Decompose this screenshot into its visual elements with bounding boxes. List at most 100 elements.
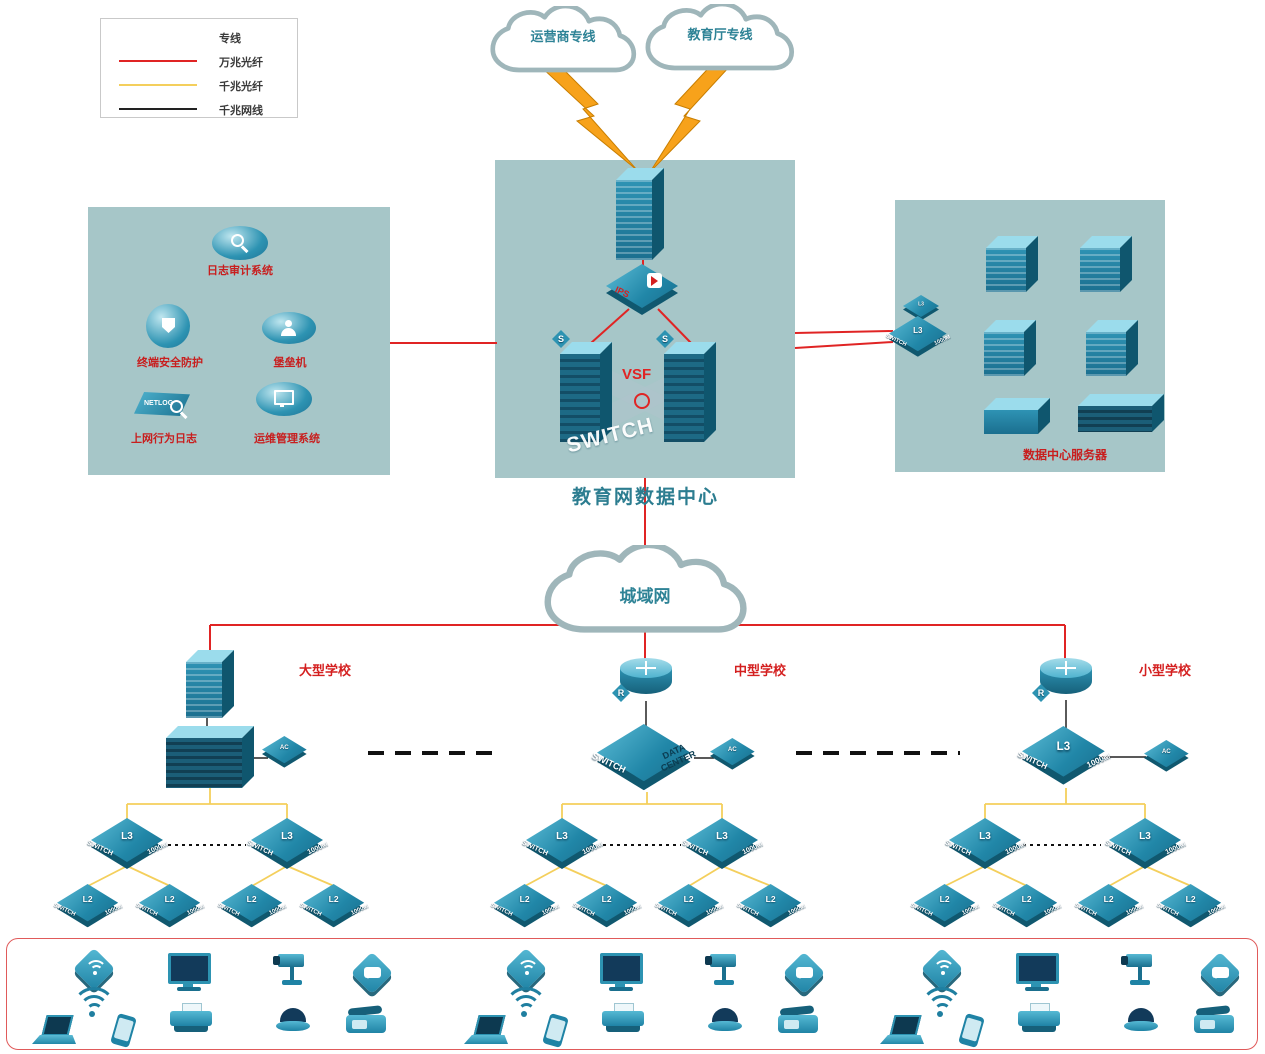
wifi-glyph xyxy=(84,960,107,978)
education-cloud-label: 教育厅专线 xyxy=(687,27,753,42)
dc-server xyxy=(986,236,1038,292)
small-school-router xyxy=(1040,658,1092,700)
wifi-glyph xyxy=(516,960,539,978)
dome-cap xyxy=(280,1008,306,1022)
wireless-controller: AC xyxy=(262,736,307,769)
ptz-camera-icon xyxy=(272,951,312,991)
printer-icon xyxy=(170,1003,214,1035)
tower-side xyxy=(242,726,254,788)
camera-lens xyxy=(1121,956,1128,965)
telephone-icon xyxy=(778,1005,820,1037)
router-badge: R xyxy=(1032,684,1050,702)
l2-badge: L2 xyxy=(164,895,175,905)
monitor-screen xyxy=(1016,953,1059,984)
laptop-screen xyxy=(473,1015,506,1036)
tower-front xyxy=(1080,248,1120,292)
l2-badge: L2 xyxy=(519,895,530,905)
ac-badge: AC xyxy=(727,746,737,753)
dc-server xyxy=(1086,320,1138,376)
monitor-stand xyxy=(1031,981,1041,987)
dc-access-switch-small: L3 xyxy=(903,295,939,322)
ac-badge: AC xyxy=(1161,748,1171,755)
log-audit-label: 日志审计系统 xyxy=(207,265,273,277)
vsf-ring-icon xyxy=(634,393,650,409)
medium-school-router xyxy=(620,658,672,700)
tower-side xyxy=(222,650,234,718)
tower-top xyxy=(616,168,664,180)
tower-side xyxy=(1152,394,1164,432)
l3-badge: L3 xyxy=(918,301,924,308)
camera-body xyxy=(278,954,304,967)
monitor-foot xyxy=(1025,987,1049,991)
large-school-label: 大型学校 xyxy=(298,663,351,678)
printer-body xyxy=(602,1011,644,1026)
dome-camera-icon xyxy=(708,1007,742,1035)
firewall-tower xyxy=(616,168,664,260)
netlog-device: NETLOG xyxy=(134,388,192,422)
operator-cloud-label: 运营商专线 xyxy=(530,29,596,44)
camera-body xyxy=(1126,954,1152,967)
router-badge: R xyxy=(612,684,630,702)
laptop-base xyxy=(464,1035,508,1044)
ips-switch: IPS xyxy=(606,264,678,318)
wifi-ap-icon xyxy=(920,947,964,991)
dome-cap xyxy=(1128,1008,1154,1022)
camera-base xyxy=(1130,980,1150,985)
tower-top xyxy=(986,236,1038,248)
endpoint-strip xyxy=(6,938,1258,1050)
tower-front xyxy=(984,332,1024,376)
wireless-signal-icon xyxy=(918,987,964,1023)
ptz-camera-icon xyxy=(704,951,744,991)
smartphone-icon xyxy=(110,1012,137,1049)
router-top xyxy=(1040,658,1092,678)
printer-tray xyxy=(606,1026,640,1032)
smartphone-icon xyxy=(958,1012,985,1049)
monitor-stand xyxy=(615,981,625,987)
wifi-ap-icon xyxy=(504,947,548,991)
monitor-stand xyxy=(183,981,193,987)
magnifier-icon xyxy=(170,400,188,418)
core-server-right: S xyxy=(656,330,716,442)
shield-icon xyxy=(162,318,175,333)
l3-badge: L3 xyxy=(281,831,293,842)
legend: 专线 万兆光纤 千兆光纤 千兆网线 xyxy=(100,18,298,118)
terminal-security-label: 终端安全防护 xyxy=(137,357,203,369)
dc-storage xyxy=(984,398,1050,434)
dc-server xyxy=(1080,236,1132,292)
switch-label: SWITCH 1000M xyxy=(885,333,951,347)
camera-neck xyxy=(1138,967,1142,980)
laptop-base xyxy=(880,1035,924,1044)
dome-ring xyxy=(276,1021,310,1031)
chat-terminal-icon xyxy=(350,951,394,995)
operator-cloud xyxy=(490,6,637,73)
camera-base xyxy=(714,980,734,985)
tower-top xyxy=(1080,236,1132,248)
ptz-camera-icon xyxy=(1120,951,1160,991)
wifi-glyph xyxy=(932,960,955,978)
l3-badge: L3 xyxy=(716,831,728,842)
camera-neck xyxy=(722,967,726,980)
keypad xyxy=(352,1020,367,1029)
tower-side xyxy=(1126,320,1138,376)
ac-badge: AC xyxy=(279,744,289,751)
